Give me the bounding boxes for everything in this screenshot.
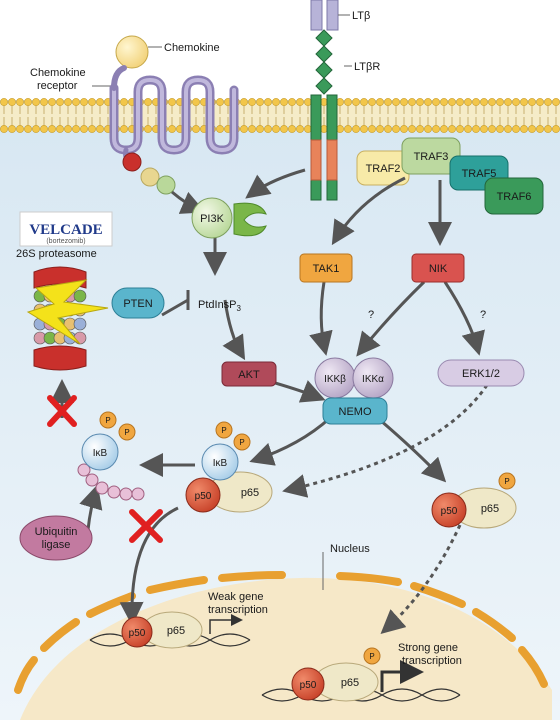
traf-complex: TRAF2 TRAF3 TRAF5 TRAF6 — [356, 137, 544, 215]
svg-text:p65: p65 — [167, 625, 185, 637]
svg-text:IκB: IκB — [93, 448, 108, 459]
svg-text:VELCADE: VELCADE — [29, 222, 102, 238]
g-protein-beta — [140, 167, 160, 187]
svg-text:p50: p50 — [300, 680, 317, 691]
free-nfkb: p65 p50 P — [431, 472, 517, 529]
phospho-centre-2 — [233, 433, 251, 451]
p50-strong — [291, 667, 325, 701]
svg-text:PTEN: PTEN — [123, 298, 152, 310]
chemokine-receptor-label-1: Chemokine — [30, 67, 86, 79]
question-mark-2: ? — [480, 309, 486, 321]
svg-text:p65: p65 — [341, 677, 359, 689]
svg-text:Ubiquitin: Ubiquitin — [35, 526, 78, 538]
ubiquitinated-ikb: IκB P P Ubiquitin ligase — [19, 411, 145, 561]
phospho-free-1 — [99, 411, 117, 429]
strong-label-2: transcription — [402, 655, 462, 667]
lt-beta-r-label: LTβR — [354, 61, 380, 73]
svg-text:TRAF5: TRAF5 — [462, 168, 497, 180]
pi3k — [191, 197, 233, 239]
p50-right — [431, 492, 467, 528]
svg-text:TRAF2: TRAF2 — [366, 163, 401, 175]
p50-centre — [185, 477, 221, 513]
ubiquitin-unit — [107, 485, 121, 499]
nuclear-envelope — [14, 571, 548, 694]
proteasome-velcade: VELCADE (bortezomib) 26S proteasome — [16, 211, 113, 371]
svg-text:P: P — [369, 652, 374, 661]
pten — [111, 287, 165, 319]
svg-text:IκB: IκB — [213, 458, 228, 469]
pi3k-akt-branch: PI3K PTEN PtdInsP3 AKT — [111, 197, 277, 387]
svg-text:P: P — [124, 428, 129, 437]
chemokine-receptor: Chemokine Chemokine receptor — [30, 35, 239, 195]
ikb-free — [81, 433, 119, 471]
svg-text:P: P — [105, 416, 110, 425]
g-protein-gamma — [156, 175, 176, 195]
velcade-logo — [19, 211, 113, 247]
ptdinsp3-label: PtdInsP3 — [198, 299, 242, 313]
nucleus: Nucleus — [14, 543, 552, 720]
svg-text:(bortezomib): (bortezomib) — [46, 238, 85, 245]
p50-weak — [121, 616, 153, 648]
signal-arrows — [50, 168, 489, 634]
question-mark-1: ? — [368, 309, 374, 321]
lightning-bolt — [26, 279, 109, 345]
svg-text:NIK: NIK — [429, 263, 448, 275]
phospho-centre-1 — [215, 421, 233, 439]
ubiquitin-ligase — [19, 515, 93, 561]
phospho-strong — [363, 647, 381, 665]
phospho-right — [498, 472, 516, 490]
svg-text:p50: p50 — [129, 628, 146, 639]
inhibition-crosses — [47, 395, 163, 543]
phospho-free-2 — [118, 423, 136, 441]
chemokine-receptor-label-2: receptor — [37, 80, 78, 92]
ubiquitin-unit — [85, 473, 99, 487]
weak-transcription: p65 p50 Weak gene transcription — [89, 591, 268, 649]
ikk-complex: IKKβ IKKα NEMO — [314, 357, 394, 425]
ubiquitin-unit — [119, 487, 133, 501]
svg-text:P: P — [239, 438, 244, 447]
tak1 — [299, 253, 353, 283]
akt — [221, 361, 277, 387]
lt-beta-label: LTβ — [352, 10, 370, 22]
ikb-centre — [201, 443, 239, 481]
nemo — [322, 397, 388, 425]
svg-text:AKT: AKT — [238, 369, 260, 381]
strong-label-1: Strong gene — [398, 642, 458, 654]
weak-label-2: transcription — [208, 604, 268, 616]
svg-text:p50: p50 — [441, 506, 458, 517]
weak-label-1: Weak gene — [208, 591, 263, 603]
ikb-nfkb-complex: p65 p50 IκB P P — [185, 421, 273, 513]
nucleus-label: Nucleus — [330, 543, 370, 555]
svg-text:TRAF3: TRAF3 — [414, 151, 449, 163]
svg-text:PI3K: PI3K — [200, 213, 225, 225]
lt-beta-receptor: LTβ LTβR — [310, 0, 380, 201]
proteasome-label: 26S proteasome — [16, 248, 97, 260]
svg-text:NEMO: NEMO — [339, 406, 372, 418]
svg-text:p65: p65 — [481, 503, 499, 515]
traf6 — [484, 177, 544, 215]
ubiquitin-unit — [131, 487, 145, 501]
g-protein-alpha — [122, 152, 142, 172]
strong-transcription: p65 p50 P Strong gene transcription — [261, 642, 462, 702]
ubiquitin-unit — [77, 463, 91, 477]
svg-text:p65: p65 — [241, 487, 259, 499]
svg-text:ligase: ligase — [42, 539, 71, 551]
nik — [411, 253, 465, 283]
svg-text:ERK1/2: ERK1/2 — [462, 368, 500, 380]
chemokine-ligand — [115, 35, 149, 69]
svg-text:P: P — [504, 477, 509, 486]
chemokine-label: Chemokine — [164, 42, 220, 54]
erk — [437, 359, 525, 387]
svg-text:TRAF6: TRAF6 — [497, 191, 532, 203]
svg-text:TAK1: TAK1 — [313, 263, 340, 275]
svg-text:IKKβ: IKKβ — [324, 374, 346, 385]
ubiquitin-unit — [95, 481, 109, 495]
pi3k-regulatory-subunit — [233, 202, 267, 237]
svg-text:p50: p50 — [195, 491, 212, 502]
svg-text:P: P — [221, 426, 226, 435]
svg-text:IKKα: IKKα — [362, 374, 384, 385]
kinases: TAK1 NIK ? ? ERK1/2 — [299, 253, 525, 387]
